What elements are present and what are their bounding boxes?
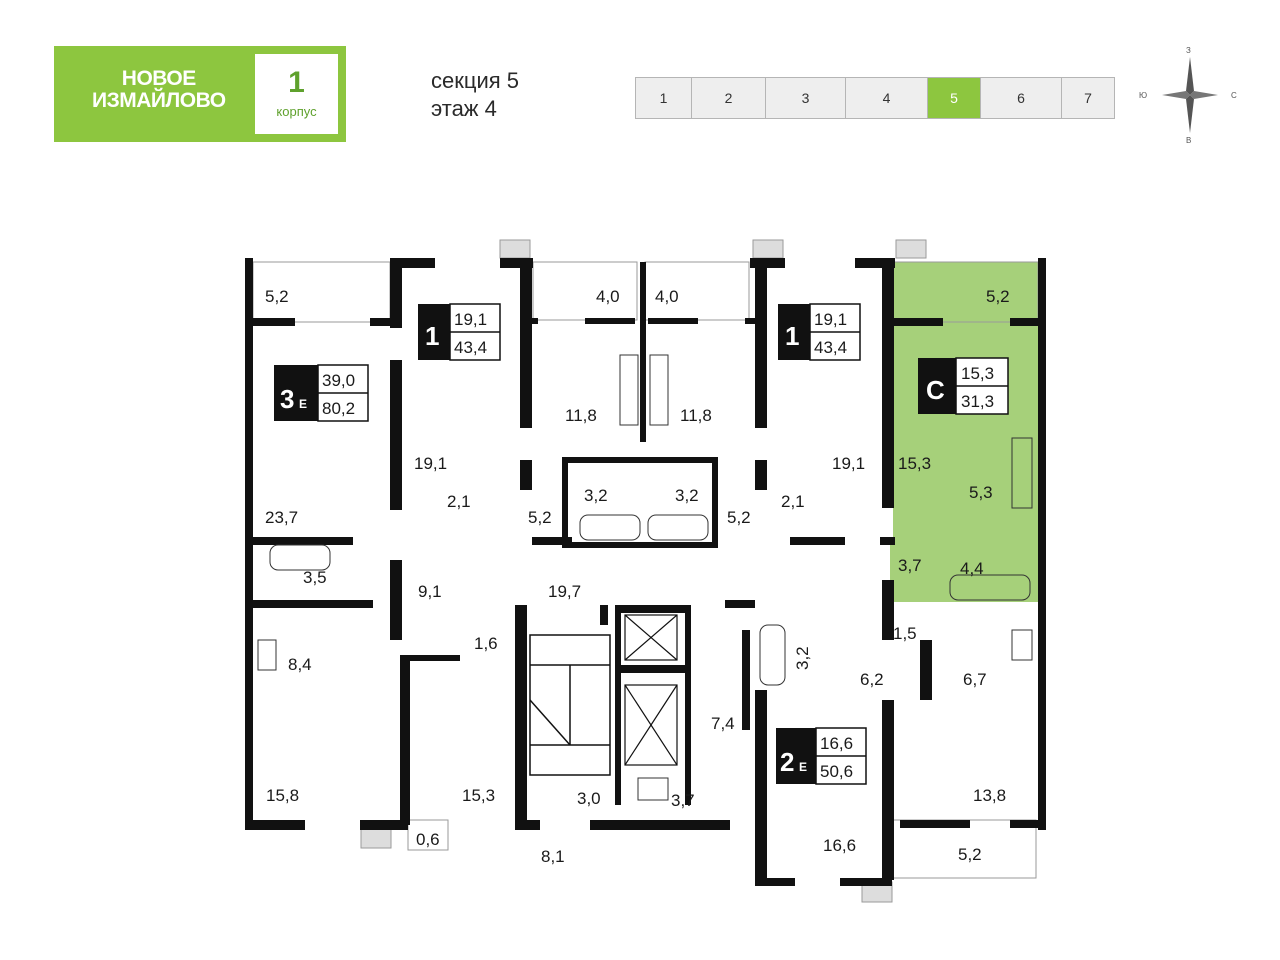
- section-tab-6[interactable]: 6: [981, 78, 1062, 118]
- section-tab-4[interactable]: 4: [846, 78, 928, 118]
- badge-rooms: 2: [780, 747, 794, 777]
- room-area: 3,2: [675, 486, 699, 505]
- room-area: 4,0: [655, 287, 679, 306]
- room-area: 13,8: [973, 786, 1006, 805]
- badge-rooms: 1: [425, 321, 439, 351]
- balcony-outlines: [252, 239, 1039, 903]
- room-area: 1,5: [893, 624, 917, 643]
- section-label: секция 5: [431, 68, 520, 93]
- section-tab-7[interactable]: 7: [1084, 90, 1092, 106]
- building-label: корпус: [276, 104, 317, 119]
- room-area: 7,4: [711, 714, 735, 733]
- room-area: 6,2: [860, 670, 884, 689]
- badge-rooms: 3: [280, 384, 294, 414]
- room-area: 2,1: [447, 492, 471, 511]
- room-area: 5,2: [265, 287, 289, 306]
- room-area: 23,7: [265, 508, 298, 527]
- section-tab-5[interactable]: 5: [928, 78, 981, 118]
- apartment-badge-3e[interactable]: 3 Е 39,0 80,2: [274, 364, 369, 422]
- badge-total: 31,3: [961, 392, 994, 411]
- section-selector: 1 2 3 4 5 6 7: [635, 77, 1115, 119]
- room-area: 6,7: [963, 670, 987, 689]
- elevator-shafts: [624, 614, 678, 766]
- apartment-badge-1-left[interactable]: 1 19,1 43,4: [418, 303, 501, 361]
- room-area: 19,1: [414, 454, 447, 473]
- room-area: 3,5: [303, 568, 327, 587]
- room-area: 3,2: [793, 646, 812, 670]
- compass-south: В: [1186, 136, 1192, 145]
- compass-west: Ю: [1139, 91, 1148, 100]
- room-area: 5,2: [528, 508, 552, 527]
- apartment-badge-2e[interactable]: 2 Е 16,6 50,6: [776, 727, 867, 785]
- studio-apartment-highlight[interactable]: [890, 262, 1038, 602]
- room-area: 15,8: [266, 786, 299, 805]
- room-area: 19,1: [832, 454, 865, 473]
- room-area: 3,2: [584, 486, 608, 505]
- logo-text: НОВОЕ ИЗМАЙЛОВО: [92, 68, 226, 112]
- badge-suffix: Е: [799, 760, 807, 774]
- badge-total: 50,6: [820, 762, 853, 781]
- project-logo: НОВОЕ ИЗМАЙЛОВО 1 корпус: [54, 46, 346, 142]
- apartment-badge-1-right[interactable]: 1 19,1 43,4: [778, 303, 861, 361]
- room-area: 3,0: [577, 789, 601, 808]
- room-area: 11,8: [680, 406, 712, 425]
- apartment-badge-studio[interactable]: С 15,3 31,3: [918, 357, 1009, 415]
- badge-total: 80,2: [322, 399, 355, 418]
- room-area: 3,7: [898, 556, 922, 575]
- building-badge: 1 корпус: [255, 54, 338, 134]
- section-tab-1[interactable]: 1: [636, 78, 692, 118]
- staircase: [529, 634, 611, 776]
- room-area: 4,4: [960, 559, 984, 578]
- room-area: 4,0: [596, 287, 620, 306]
- room-area: 15,3: [462, 786, 495, 805]
- badge-living: 19,1: [454, 310, 487, 329]
- bathroom-fixtures: [257, 354, 1033, 801]
- badge-suffix: Е: [299, 397, 307, 411]
- room-area: 15,3: [898, 454, 931, 473]
- floor-label: этаж 4: [431, 96, 497, 121]
- room-area: 8,1: [541, 847, 565, 866]
- logo-line-1: НОВОЕ: [121, 67, 196, 90]
- room-area: 5,3: [969, 483, 993, 502]
- room-area: 8,4: [288, 655, 312, 674]
- room-area: 5,2: [986, 287, 1010, 306]
- badge-rooms: 1: [785, 321, 799, 351]
- badge-rooms: С: [926, 375, 945, 405]
- badge-living: 19,1: [814, 310, 847, 329]
- compass-star-icon: [1162, 57, 1218, 133]
- room-area: 1,6: [474, 634, 498, 653]
- room-area-labels: 5,2 23,7 3,5 9,1 8,4 15,8 15,3 0,6 1,6 1…: [265, 287, 1010, 866]
- badge-total: 43,4: [814, 338, 847, 357]
- room-area: 9,1: [418, 582, 442, 601]
- room-area: 5,2: [958, 845, 982, 864]
- walls: [245, 258, 1046, 886]
- badge-living: 15,3: [961, 364, 994, 383]
- room-area: 2,1: [781, 492, 805, 511]
- badge-living: 16,6: [820, 734, 853, 753]
- room-area: 11,8: [565, 406, 597, 425]
- section-tab-3[interactable]: 3: [766, 78, 846, 118]
- compass-east: С: [1231, 91, 1237, 100]
- logo-line-2: ИЗМАЙЛОВО: [92, 89, 226, 112]
- section-tab-2[interactable]: 2: [692, 78, 766, 118]
- room-area: 19,7: [548, 582, 581, 601]
- badge-living: 39,0: [322, 371, 355, 390]
- room-area: 0,6: [416, 830, 440, 849]
- building-number: 1: [288, 66, 305, 99]
- room-area: 5,2: [727, 508, 751, 527]
- room-area: 16,6: [823, 836, 856, 855]
- compass-north: З: [1186, 46, 1191, 55]
- room-area: 3,7: [671, 791, 695, 810]
- badge-total: 43,4: [454, 338, 487, 357]
